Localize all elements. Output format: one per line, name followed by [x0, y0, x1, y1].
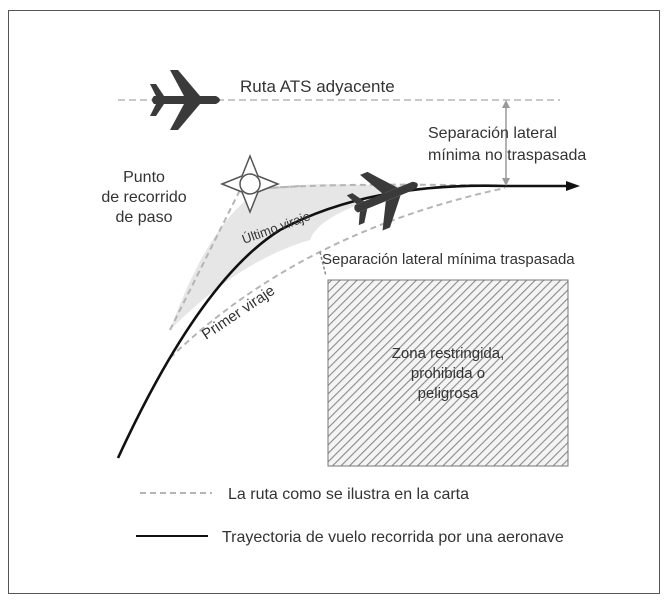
arrow-head-icon [566, 181, 580, 191]
legend-flight-path-label: Trayectoria de vuelo recorrida por una a… [222, 529, 564, 546]
zone-label-3: peligrosa [418, 385, 480, 402]
separation-ok-label-2: mínima no traspasada [428, 147, 586, 164]
charted-route-upper [169, 185, 301, 331]
flight-path [116, 184, 570, 459]
separation-ok-arrow-bottom [502, 178, 510, 186]
charted-route-lower [169, 187, 506, 359]
separation-breached-label: Separación lateral mínima traspasada [322, 251, 575, 268]
zone-label-1: Zona restringida, [392, 345, 505, 362]
waypoint-label-2: de recorrido [101, 189, 186, 206]
aircraft-icon [150, 70, 220, 130]
waypoint-icon [219, 153, 281, 215]
waypoint-label-1: Punto [123, 169, 165, 186]
separation-ok-label-1: Separación lateral [428, 125, 557, 142]
separation-breached-marker [319, 251, 327, 277]
aircraft-icon [346, 171, 418, 231]
waypoint-label-3: de paso [116, 209, 173, 226]
legend-charted-route-label: La ruta como se ilustra en la carta [228, 486, 469, 503]
turn-area [170, 184, 420, 330]
zone-label-2: prohibida o [411, 365, 485, 382]
restricted-zone [327, 279, 569, 467]
adjacent-route-label: Ruta ATS adyacente [240, 77, 395, 96]
separation-ok-arrow-top [502, 100, 510, 108]
